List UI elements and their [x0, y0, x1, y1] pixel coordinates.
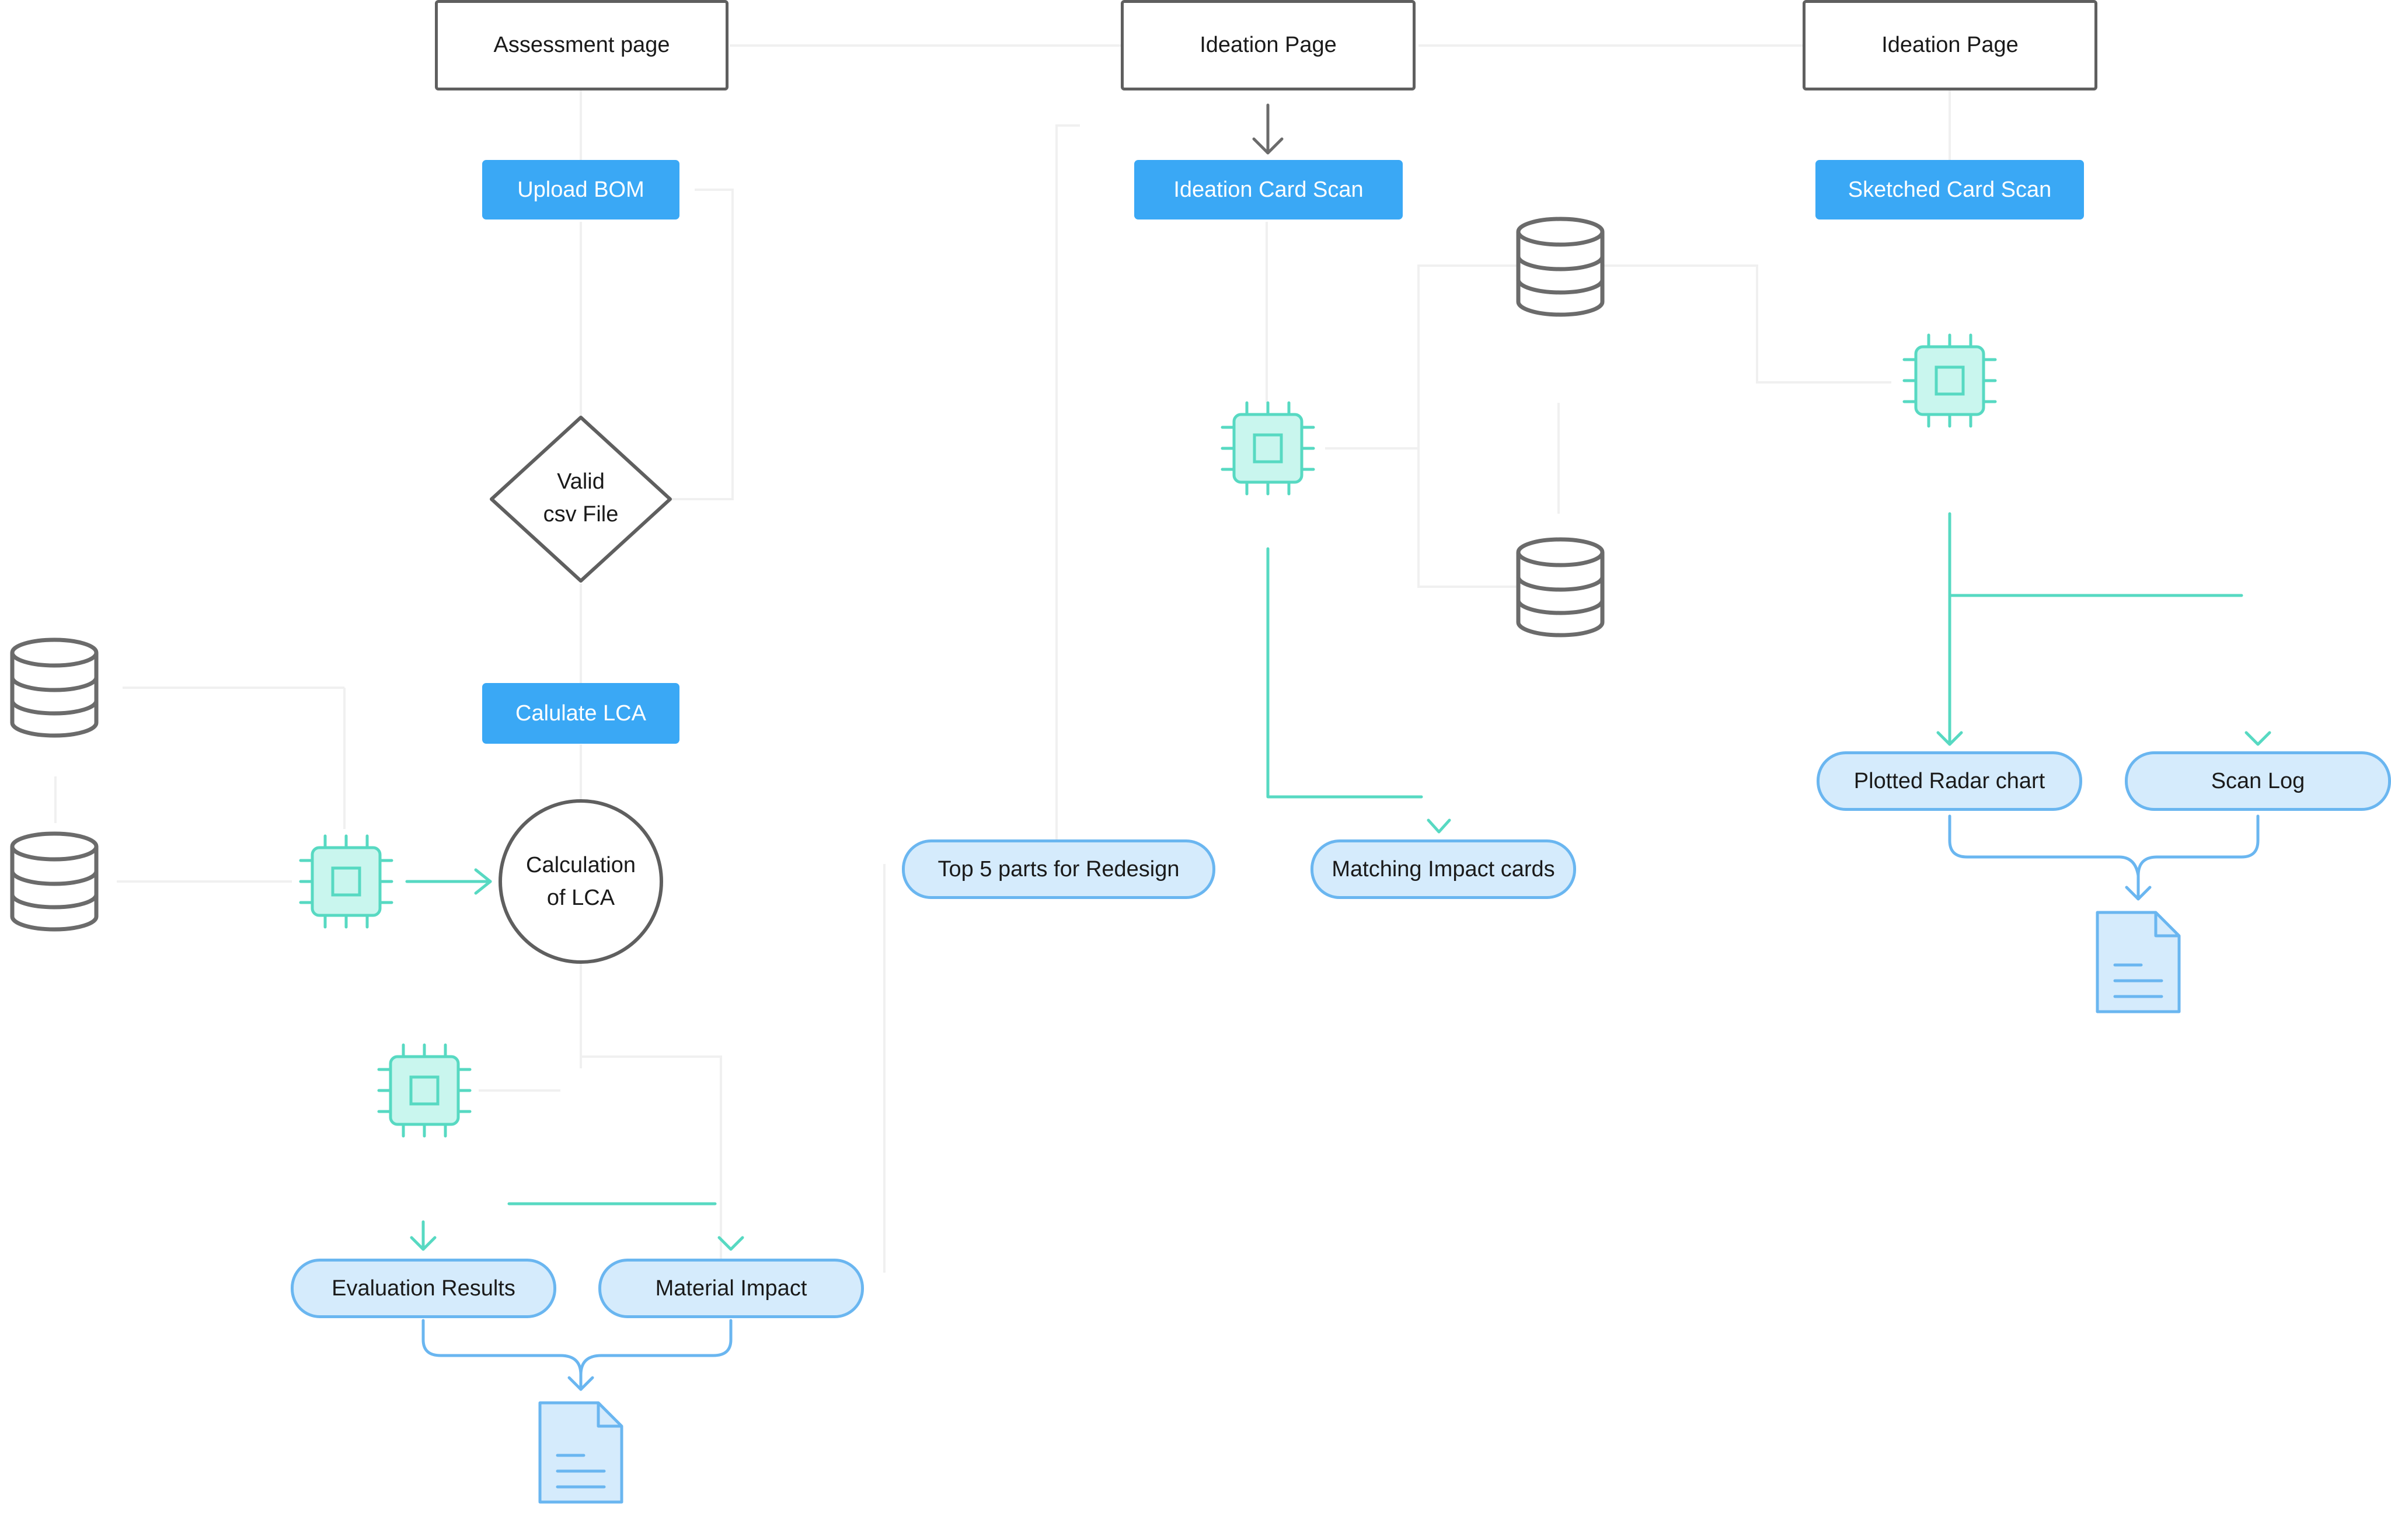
- database-icon: [12, 834, 96, 929]
- valid-csv-decision: [490, 416, 672, 583]
- faint-connectors: [54, 44, 1951, 1273]
- merge-connectors: [421, 814, 2260, 1391]
- upload-bom-action: Upload BOM: [482, 160, 679, 219]
- ideation-page-node: Ideation Page: [1121, 0, 1416, 90]
- processor-chip-icon: [379, 1045, 470, 1136]
- processor-arrows: [405, 512, 2271, 1251]
- calculate-lca-action: Calulate LCA: [482, 683, 679, 744]
- down-arrow: [1252, 103, 1284, 155]
- assessment-page-node: Assessment page: [435, 0, 729, 90]
- processor-chip-icon: [1904, 335, 1995, 426]
- evaluation-results-result: Evaluation Results: [291, 1259, 556, 1318]
- database-icon: [1518, 539, 1602, 635]
- decision-line-2: csv File: [543, 502, 619, 527]
- database-icon: [1518, 219, 1602, 315]
- plotted-radar-chart-result: Plotted Radar chart: [1817, 751, 2082, 811]
- decision-line-1: Valid: [557, 469, 605, 494]
- matching-impact-cards-result: Matching Impact cards: [1310, 839, 1576, 899]
- ideation-page-node: Ideation Page: [1803, 0, 2097, 90]
- calculation-of-lca-node: [499, 799, 663, 964]
- valid-csv-label: Valid csv File: [511, 465, 651, 531]
- processor-chip-icon: [301, 836, 392, 927]
- scan-log-result: Scan Log: [2125, 751, 2391, 811]
- terminal-line-1: Calculation: [526, 853, 636, 877]
- top-5-parts-result: Top 5 parts for Redesign: [902, 839, 1215, 899]
- sketched-card-scan-action: Sketched Card Scan: [1815, 160, 2084, 219]
- database-icon: [12, 640, 96, 736]
- document-icon: [2097, 912, 2179, 1012]
- processor-chip-icon: [1222, 403, 1313, 494]
- terminal-line-2: of LCA: [546, 886, 615, 910]
- calculation-of-lca-label: Calculation of LCA: [502, 849, 660, 914]
- material-impact-result: Material Impact: [598, 1259, 864, 1318]
- document-icon: [540, 1403, 622, 1502]
- ideation-card-scan-action: Ideation Card Scan: [1134, 160, 1403, 219]
